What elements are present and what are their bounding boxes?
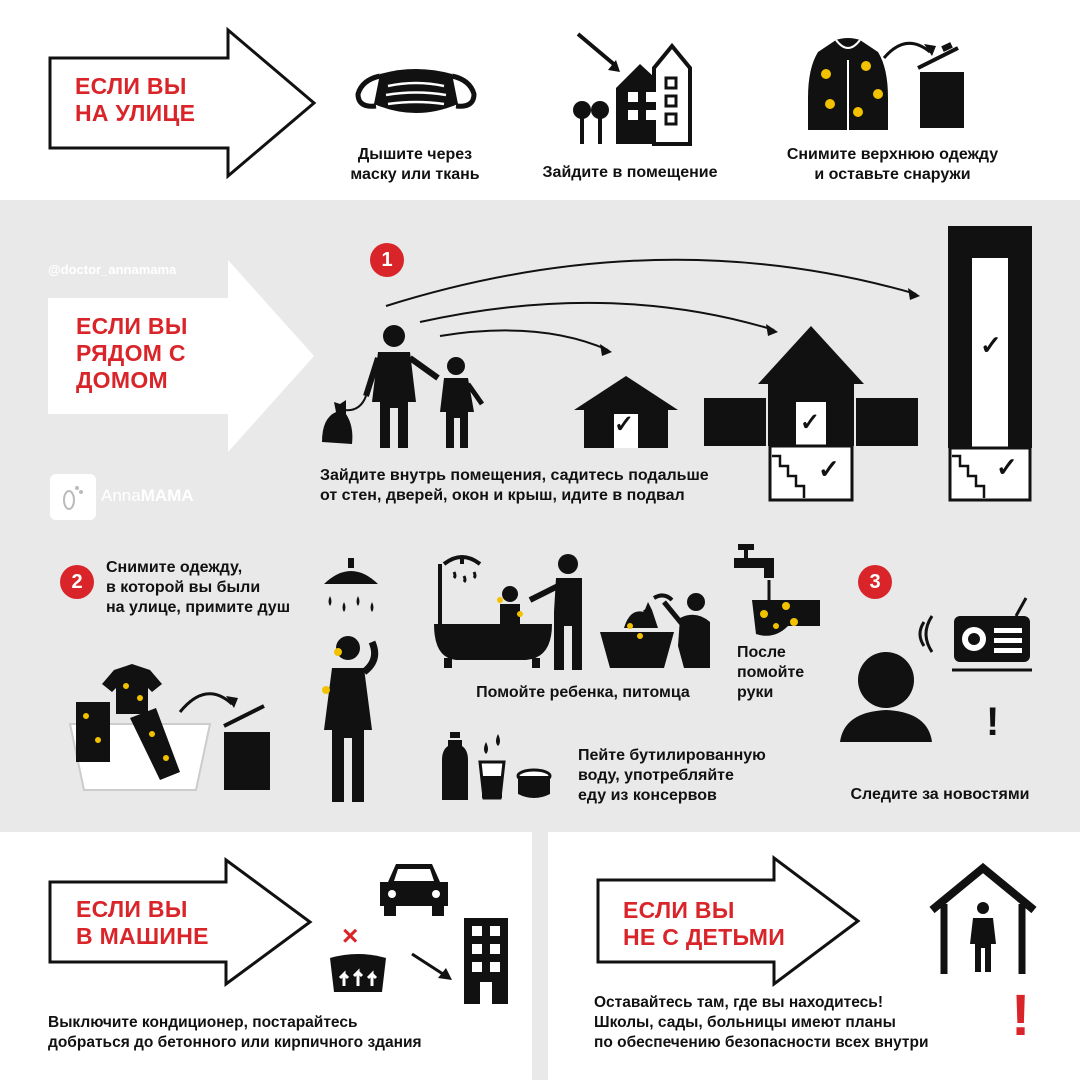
step-mask-caption: Дышите через маску или ткань bbox=[350, 146, 480, 183]
warning-exclamation: ! bbox=[1011, 983, 1031, 1048]
toss-arrow-icon-2 bbox=[178, 692, 238, 713]
footprint-icon bbox=[63, 486, 83, 510]
step-clothes-caption: Снимите верхнюю одежду и оставьте снаруж… bbox=[786, 146, 999, 183]
toss-arrow-icon bbox=[882, 41, 936, 59]
wash-hands-icon bbox=[734, 544, 820, 636]
check-tall-cellar: ✓ bbox=[996, 452, 1018, 482]
step-badge-1: 1 bbox=[370, 243, 404, 277]
home-title: ЕСЛИ ВЫ РЯДОМ С ДОМОМ bbox=[76, 313, 188, 393]
arrow-street bbox=[48, 26, 317, 180]
step-badge-2: 2 bbox=[60, 565, 94, 599]
wash-child-pet-caption: Помойте ребенка, питомца bbox=[476, 684, 690, 701]
street-title: ЕСЛИ ВЫ НА УЛИЦЕ bbox=[75, 73, 196, 126]
small-house-icon bbox=[574, 376, 678, 448]
concrete-building-icon bbox=[464, 918, 508, 1004]
news-exclamation: ! bbox=[986, 700, 1000, 744]
family-dog-icon bbox=[322, 325, 485, 448]
step-badge-3: 3 bbox=[858, 565, 892, 599]
drive-arrow-icon bbox=[411, 952, 452, 980]
parent-icon bbox=[528, 554, 582, 670]
alone-caption: Оставайтесь там, где вы находитесь! Школ… bbox=[594, 994, 929, 1051]
step2-caption: Снимите одежду, в которой вы были на ули… bbox=[106, 559, 291, 616]
buildings-icon bbox=[573, 32, 692, 146]
news-listener-icon bbox=[840, 597, 1032, 742]
news-caption: Следите за новостями bbox=[850, 786, 1030, 803]
mask-icon bbox=[355, 69, 477, 113]
arrow-home bbox=[48, 260, 314, 452]
check-mid-house: ✓ bbox=[800, 409, 821, 436]
person-showering-icon bbox=[322, 636, 379, 802]
house-cellar-icon bbox=[704, 326, 918, 502]
logo-mark bbox=[50, 474, 96, 520]
step1-caption: Зайдите внутрь помещения, садитесь подал… bbox=[320, 467, 709, 504]
check-mid-cellar: ✓ bbox=[818, 454, 840, 484]
dirty-clothes-icon bbox=[68, 664, 212, 791]
trash-bin-icon-2 bbox=[223, 704, 270, 790]
wash-pet-icon bbox=[600, 593, 710, 668]
house-shelter-icon bbox=[929, 862, 1037, 974]
step-enter-caption: Зайдите в помещение bbox=[542, 164, 718, 181]
section-divider bbox=[532, 832, 548, 1080]
arrow-alone bbox=[596, 855, 861, 987]
bath-child-icon bbox=[434, 555, 552, 668]
shower-icon bbox=[324, 558, 378, 612]
trash-bin-icon bbox=[917, 42, 964, 128]
alone-title: ЕСЛИ ВЫ НЕ С ДЕТЬМИ bbox=[623, 897, 786, 950]
check-tall-building: ✓ bbox=[980, 330, 1002, 360]
air-conditioner-icon bbox=[330, 954, 386, 992]
author-handle: @doctor_annamama bbox=[48, 262, 177, 277]
car-icon bbox=[380, 864, 448, 916]
wash-hands-caption: После помойте руки bbox=[737, 644, 805, 701]
jacket-icon bbox=[808, 38, 888, 130]
logo-text: AnnaMAMA bbox=[101, 486, 194, 505]
cross-mark: × bbox=[342, 920, 359, 951]
drink-caption: Пейте бутилированную воду, употребляйте … bbox=[578, 747, 766, 804]
arrow-car bbox=[48, 857, 313, 987]
car-title: ЕСЛИ ВЫ В МАШИНЕ bbox=[76, 896, 209, 949]
car-caption: Выключите кондиционер, постарайтесь добр… bbox=[48, 1014, 422, 1051]
path-arcs-icon bbox=[385, 258, 920, 356]
check-small-house: ✓ bbox=[614, 411, 635, 438]
bottled-water-icon bbox=[442, 732, 552, 800]
tall-building-icon bbox=[948, 226, 1032, 502]
